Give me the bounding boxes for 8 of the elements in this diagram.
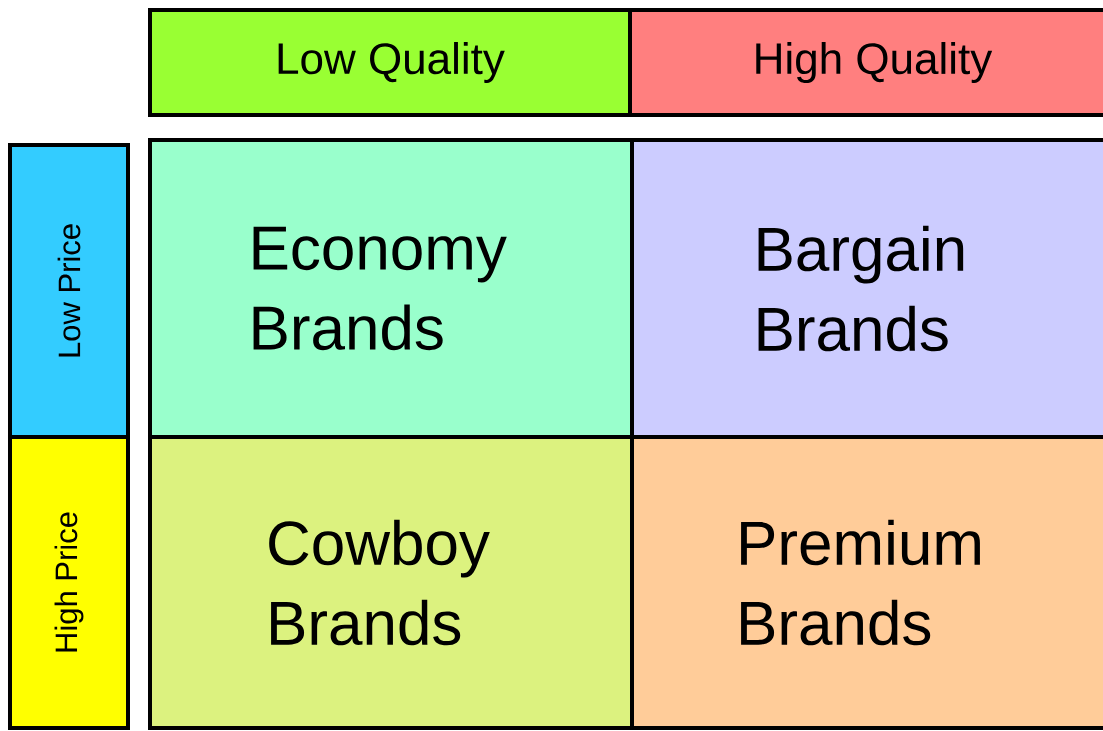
quadrant-box: Premium Brands xyxy=(630,435,1103,730)
column-header: High Quality xyxy=(628,8,1103,117)
row-header: Low Price xyxy=(8,143,130,439)
row-header: High Price xyxy=(8,435,130,730)
quadrant-box: Bargain Brands xyxy=(630,138,1103,439)
quadrant-box: Cowboy Brands xyxy=(148,435,634,730)
column-header: Low Quality xyxy=(148,8,632,117)
quadrant-box: Economy Brands xyxy=(148,138,634,439)
